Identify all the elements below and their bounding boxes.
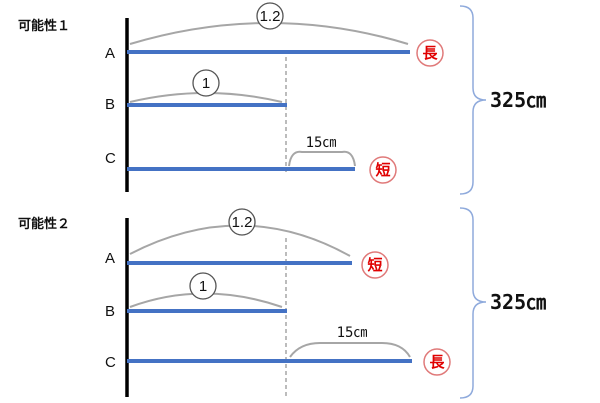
scenario-2-diff-label: 15㎝ xyxy=(337,325,368,341)
scenario-1-tag-a: 長 xyxy=(422,44,438,62)
scenario-1-ratio-a: 1.2 xyxy=(260,8,281,25)
scenario-2-ratio-b: 1 xyxy=(199,278,207,295)
scenario-1: 可能性１ A B C 1.2 1 15㎝ 長 短 325㎝ xyxy=(18,2,546,195)
scenario-2: 可能性２ A B C 1.2 1 15㎝ 短 長 325㎝ xyxy=(18,207,546,399)
scenario-1-title: 可能性１ xyxy=(18,18,70,34)
scenario-2-brace xyxy=(459,207,487,399)
scenario-2-arc-c xyxy=(289,342,411,358)
scenario-2-title: 可能性２ xyxy=(18,216,70,232)
scenario-1-brace xyxy=(459,5,487,195)
scenario-2-tag-c-circle xyxy=(423,348,451,376)
scenario-2-ratio-b-bubble xyxy=(189,272,217,300)
scenario-1-row-b-label: B xyxy=(105,96,115,113)
scenario-2-row-a-label: A xyxy=(105,250,115,267)
scenario-1-total: 325㎝ xyxy=(490,88,546,112)
scenario-2-ratio-a-bubble xyxy=(228,208,256,236)
scenario-1-diff-label: 15㎝ xyxy=(306,135,337,151)
scenario-2-tag-c: 長 xyxy=(429,353,445,371)
scenario-2-ratio-a: 1.2 xyxy=(232,214,253,231)
scenario-2-row-c-label: C xyxy=(105,354,116,371)
scenario-2-total: 325㎝ xyxy=(490,290,546,314)
scenario-1-tag-a-circle xyxy=(416,39,444,67)
scenario-1-tag-c-circle xyxy=(369,156,397,184)
scenario-1-ratio-b-bubble xyxy=(192,69,220,97)
scenario-1-ratio-b: 1 xyxy=(202,75,210,92)
scenario-2-tag-a: 短 xyxy=(367,256,382,274)
scenario-2-tag-a-circle xyxy=(361,251,389,279)
scenario-1-arc-c xyxy=(288,150,356,167)
scenario-1-tag-c: 短 xyxy=(375,161,390,179)
scenario-1-ratio-a-bubble xyxy=(256,2,284,30)
scenario-1-row-c-label: C xyxy=(105,150,116,167)
scenario-2-row-b-label: B xyxy=(105,303,115,320)
scenario-1-row-a-label: A xyxy=(105,45,115,62)
